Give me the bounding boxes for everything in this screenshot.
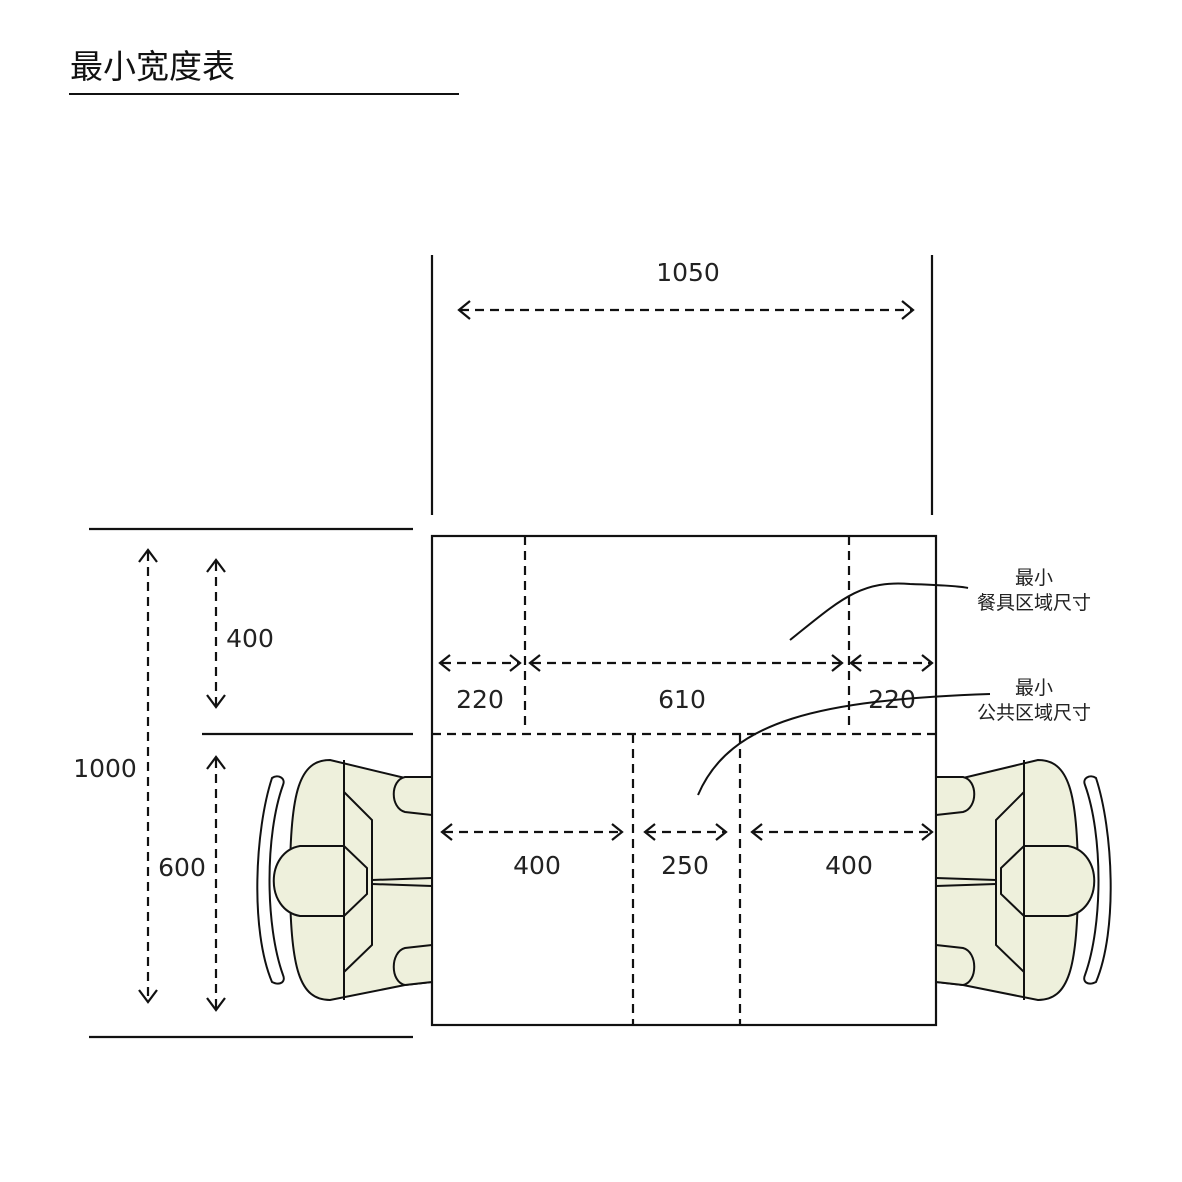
dim-overall-width: 1050 [656,258,720,287]
title-underline [69,93,459,95]
chair-right [935,759,1112,1001]
dim-shared-center: 250 [661,851,709,880]
table-outline [430,534,938,1027]
dim-total-depth: 1000 [73,754,137,783]
diagram-title: 最小宽度表 [70,47,235,86]
dim-shared-right: 400 [825,851,873,880]
dimension-arrows-shared [440,823,934,841]
note-shared-line1: 最小 [1015,677,1053,699]
dim-dining-center: 610 [658,685,706,714]
dim-shared-depth: 600 [158,853,206,882]
note-dining-line2: 餐具区域尺寸 [977,592,1091,614]
dim-dining-depth: 400 [226,624,274,653]
leader-dining-zone [789,582,969,641]
dim-shared-left: 400 [513,851,561,880]
leader-shared-zone [697,693,991,796]
dimension-arrow-1050 [457,300,915,320]
chair-left [256,759,433,1001]
dimension-arrows-dining [438,654,934,672]
dim-dining-left: 220 [456,685,504,714]
note-dining-line1: 最小 [1015,567,1053,589]
dimension-arrows-vertical [138,548,226,1012]
note-shared-line2: 公共区域尺寸 [977,702,1091,724]
